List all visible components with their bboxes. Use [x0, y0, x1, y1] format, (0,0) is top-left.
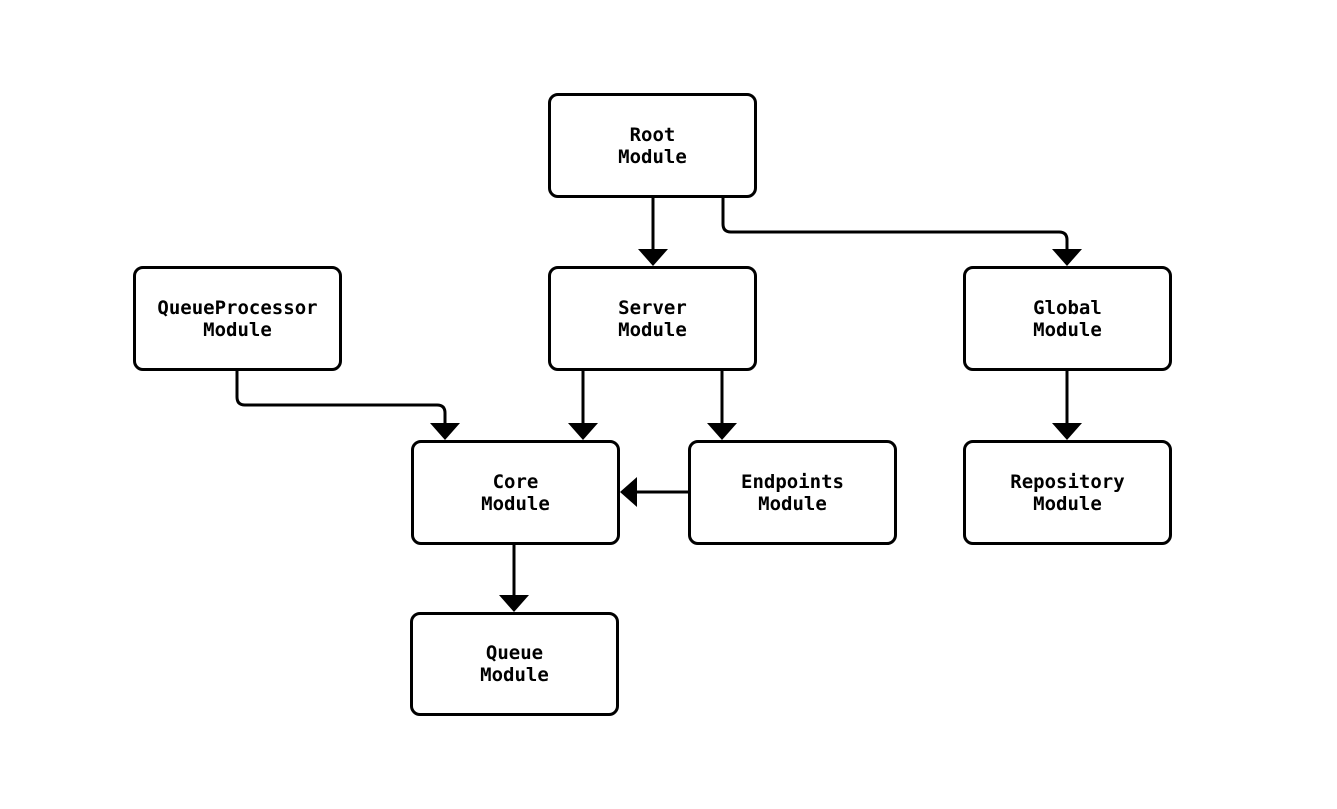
node-global-label: Global Module	[1033, 296, 1102, 341]
node-core-label: Core Module	[481, 470, 550, 515]
edge-global-repository-arrowhead-icon	[1052, 423, 1082, 440]
node-queueprocessor-module: QueueProcessor Module	[133, 266, 342, 371]
edge-root-global-arrowhead-icon	[1052, 249, 1082, 266]
edge-queueprocessor-core-line	[235, 371, 447, 426]
node-repository-label: Repository Module	[1010, 470, 1125, 515]
edge-root-global-line	[721, 198, 1069, 252]
edge-root-server-arrowhead-icon	[638, 249, 668, 266]
edge-queueprocessor-core-arrowhead-icon	[430, 423, 460, 440]
node-queue-label: Queue Module	[480, 642, 549, 686]
node-queueprocessor-label: QueueProcessor Module	[157, 296, 318, 341]
node-repository-module: Repository Module	[963, 440, 1172, 545]
node-core-module: Core Module	[411, 440, 620, 545]
edge-server-core-arrowhead-icon	[568, 423, 598, 440]
node-server-label: Server Module	[618, 296, 687, 341]
edge-core-queue-arrowhead-icon	[499, 595, 529, 612]
edge-endpoints-core-arrowhead-icon	[620, 477, 637, 507]
edge-server-endpoints-arrowhead-icon	[707, 423, 737, 440]
node-queue-module: Queue Module	[410, 612, 619, 716]
node-global-module: Global Module	[963, 266, 1172, 371]
node-server-module: Server Module	[548, 266, 757, 371]
node-endpoints-module: Endpoints Module	[688, 440, 897, 545]
node-root-label: Root Module	[618, 123, 687, 168]
node-root-module: Root Module	[548, 93, 757, 198]
node-endpoints-label: Endpoints Module	[741, 470, 844, 515]
